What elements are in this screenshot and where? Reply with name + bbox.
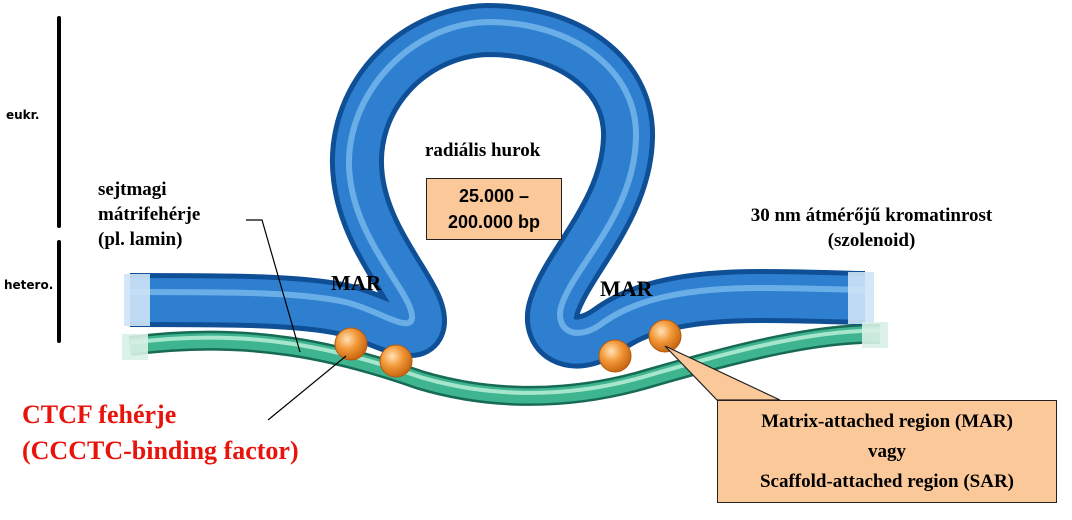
ctcf-label: CTCF fehérje (CCCTC-binding factor) bbox=[22, 397, 299, 469]
mar-label-left: MAR bbox=[331, 271, 382, 295]
ctcf-bead bbox=[598, 339, 632, 373]
radial-loop-label: radiális hurok bbox=[425, 140, 541, 161]
ctcf-bead bbox=[379, 344, 413, 378]
mar-box-line2: vagy bbox=[868, 441, 906, 462]
euchromatin-label: eukr. bbox=[6, 108, 40, 122]
nuclear-matrix-strand bbox=[128, 323, 881, 406]
chromatin-fiber-line1: 30 nm átmérőjű kromatinrost bbox=[750, 205, 993, 226]
heterochromatin-label: hetero. bbox=[4, 278, 54, 292]
matrix-protein-label: sejtmagi mátrifehérje (pl. lamin) bbox=[98, 177, 200, 252]
ctcf-bead bbox=[334, 327, 368, 361]
matrix-protein-leader bbox=[246, 219, 301, 353]
matrix-end-left bbox=[122, 334, 148, 360]
loop-size-line2: 200.000 bp bbox=[447, 212, 541, 232]
mar-box-line3: Scaffold-attached region (SAR) bbox=[759, 471, 1014, 492]
chromatin-fiber-label: 30 nm átmérőjű kromatinrost (szolenoid) bbox=[704, 203, 1039, 253]
matrix-protein-line1: sejtmagi bbox=[98, 179, 167, 200]
mar-label-right: MAR bbox=[600, 276, 653, 301]
euchromatin-bar bbox=[57, 16, 61, 228]
mar-box-line1: Matrix-attached region (MAR) bbox=[761, 411, 1013, 432]
chromatin-fiber bbox=[129, 3, 866, 369]
heterochromatin-bar bbox=[57, 240, 61, 343]
ctcf-bead bbox=[648, 319, 682, 353]
ctcf-line1: CTCF fehérje bbox=[22, 400, 177, 429]
matrix-end-right bbox=[862, 322, 888, 348]
mar-definition-box: Matrix-attached region (MAR) vagy Scaffo… bbox=[717, 400, 1057, 503]
chromatin-fiber-line2: (szolenoid) bbox=[827, 230, 916, 252]
fiber-end-right bbox=[848, 272, 874, 324]
matrix-protein-line2: mátrifehérje bbox=[98, 204, 201, 226]
fiber-end-left bbox=[124, 274, 150, 326]
ctcf-leader bbox=[267, 355, 347, 421]
loop-size-line1: 25.000 – bbox=[458, 186, 530, 206]
ctcf-line2: (CCCTC-binding factor) bbox=[22, 436, 299, 465]
loop-size-box: 25.000 – 200.000 bp bbox=[426, 178, 562, 240]
matrix-protein-line3: (pl. lamin) bbox=[98, 229, 183, 251]
